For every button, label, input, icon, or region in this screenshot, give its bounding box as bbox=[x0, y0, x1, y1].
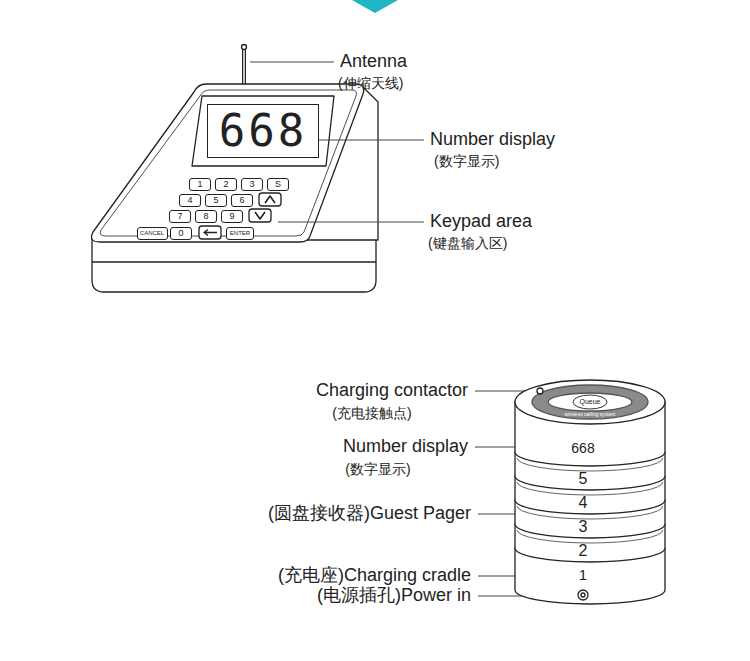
callout-label: (数字显示) bbox=[345, 462, 410, 477]
callout-label: Charging contactor bbox=[316, 381, 468, 401]
keypad-key: CANCEL bbox=[137, 227, 168, 240]
key-legend: 6 bbox=[239, 196, 244, 205]
pager-band: 1 bbox=[538, 566, 628, 583]
key-legend: CANCEL bbox=[140, 230, 164, 236]
pager-band: 668 bbox=[538, 438, 628, 458]
key-legend: ENTER bbox=[230, 230, 250, 236]
key-legend: 1 bbox=[197, 180, 202, 189]
key-legend: 4 bbox=[187, 196, 192, 205]
callout-label: Antenna bbox=[340, 52, 407, 72]
pager-band: 4 bbox=[538, 493, 628, 513]
keypad-transmitter bbox=[92, 45, 378, 293]
pager-band: 3 bbox=[538, 517, 628, 537]
keypad-key: 8 bbox=[195, 210, 217, 223]
keypad-key: 5 bbox=[205, 194, 227, 207]
keypad-key: 4 bbox=[179, 194, 201, 207]
keypad-key: 1 bbox=[189, 178, 211, 191]
key-legend: 7 bbox=[177, 212, 182, 221]
number-text: 4 bbox=[579, 495, 588, 511]
key-legend: S bbox=[275, 180, 281, 189]
callout-label: Keypad area bbox=[430, 212, 532, 232]
number-text: 2 bbox=[579, 543, 588, 559]
keypad-key: 0 bbox=[170, 227, 192, 240]
callout-label: (电源插孔)Power in bbox=[317, 586, 471, 606]
number-text: 3 bbox=[579, 519, 588, 535]
key-legend: 8 bbox=[203, 212, 208, 221]
callout-label: (充电接触点) bbox=[332, 406, 411, 421]
key-legend: 0 bbox=[178, 229, 183, 238]
display-screen: 668 bbox=[207, 104, 319, 158]
number-text: 668 bbox=[219, 109, 307, 153]
number-text: 1 bbox=[579, 567, 587, 582]
header-marker bbox=[352, 0, 398, 13]
callout-label: (圆盘接收器)Guest Pager bbox=[268, 504, 471, 524]
callout-label: (充电座)Charging cradle bbox=[278, 566, 471, 586]
callout-label: (数字显示) bbox=[434, 154, 499, 169]
callout-label: Number display bbox=[430, 130, 555, 150]
pager-band: 5 bbox=[538, 469, 628, 489]
callout-label: Number display bbox=[343, 437, 468, 457]
key-legend: 5 bbox=[213, 196, 218, 205]
key-legend: 2 bbox=[223, 180, 228, 189]
number-text: 5 bbox=[579, 471, 588, 487]
keypad-key: S bbox=[267, 178, 289, 191]
keypad-key: 9 bbox=[221, 210, 243, 223]
logo-text: Queue bbox=[579, 398, 600, 406]
key-legend: 3 bbox=[249, 180, 254, 189]
pager-band: 2 bbox=[538, 541, 628, 561]
keypad-key: 2 bbox=[215, 178, 237, 191]
key-legend: 9 bbox=[229, 212, 234, 221]
callout-label: (键盘输入区) bbox=[428, 236, 507, 251]
keypad-key: 6 bbox=[231, 194, 253, 207]
pager-stack bbox=[515, 380, 665, 604]
keypad-key: 3 bbox=[241, 178, 263, 191]
keypad-key: 7 bbox=[169, 210, 191, 223]
brand-text: wireless calling system bbox=[565, 412, 616, 418]
number-text: 668 bbox=[571, 441, 594, 455]
keypad-key: ENTER bbox=[226, 227, 254, 240]
callout-label: (伸缩天线) bbox=[338, 76, 403, 91]
